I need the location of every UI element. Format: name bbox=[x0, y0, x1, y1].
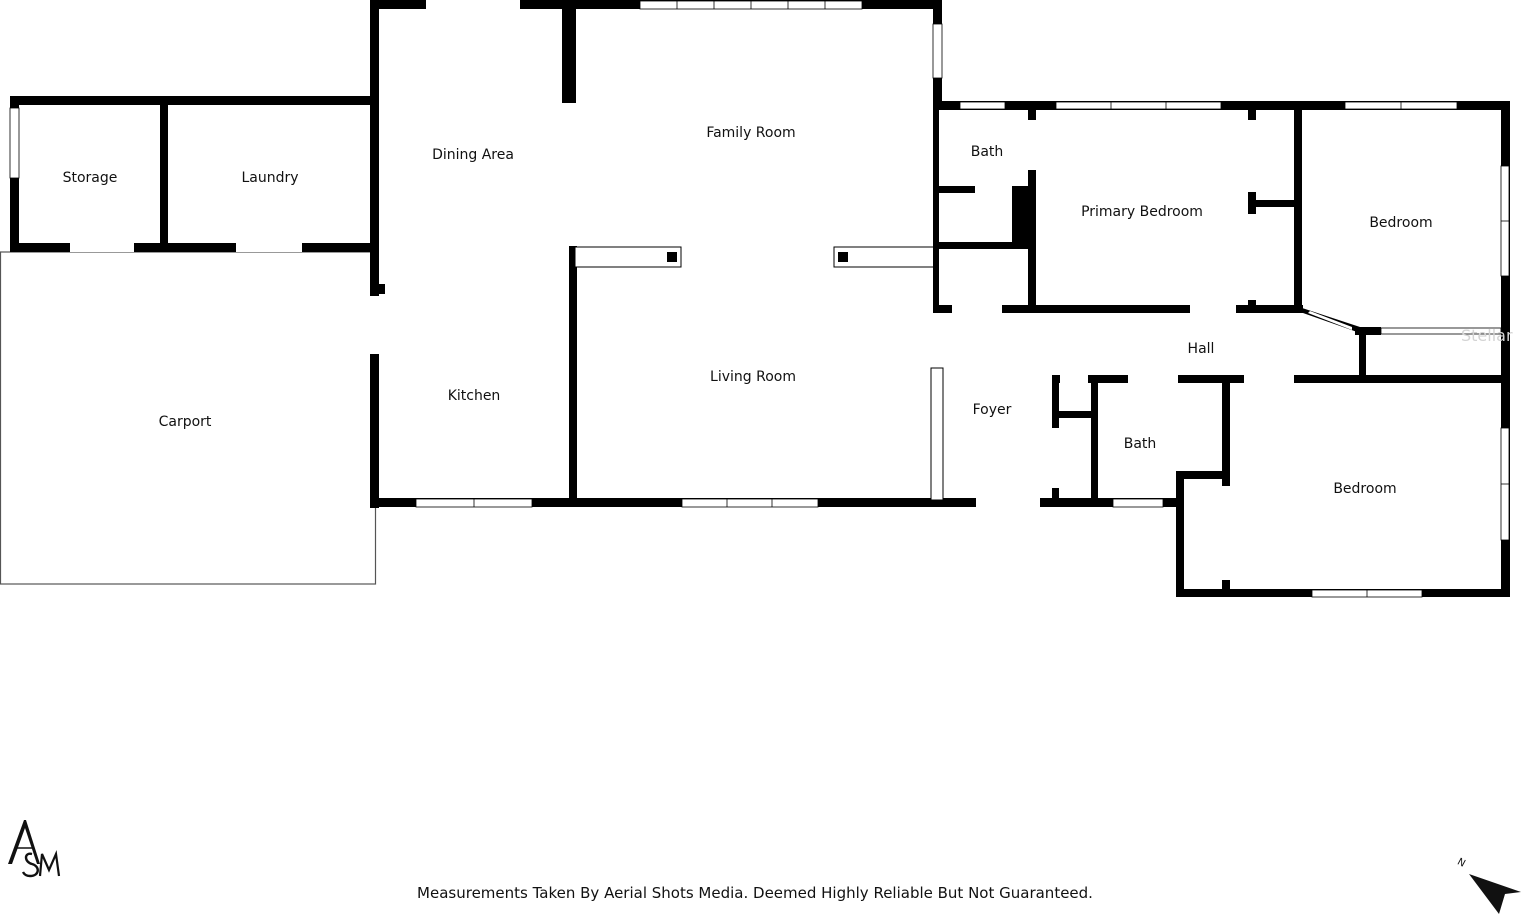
compass-label: N bbox=[1455, 857, 1467, 870]
doorway bbox=[952, 305, 1002, 313]
room-label-family-room: Family Room bbox=[706, 125, 795, 141]
room-label-living-room: Living Room bbox=[710, 369, 796, 385]
room-label-primary-bedroom: Primary Bedroom bbox=[1081, 204, 1203, 220]
wall bbox=[569, 246, 577, 500]
wall bbox=[933, 242, 1031, 249]
room-label-carport: Carport bbox=[159, 414, 212, 430]
asm-logo bbox=[8, 820, 61, 878]
room-label-kitchen: Kitchen bbox=[448, 388, 501, 404]
wall bbox=[933, 305, 1303, 313]
wall bbox=[1501, 101, 1510, 597]
wall bbox=[370, 0, 379, 508]
wall bbox=[933, 101, 939, 313]
room-label-foyer: Foyer bbox=[973, 402, 1012, 418]
wall bbox=[562, 0, 576, 103]
room-label-bath: Bath bbox=[971, 144, 1004, 160]
foyer-partition bbox=[930, 367, 944, 501]
wall bbox=[376, 284, 385, 294]
window bbox=[1055, 101, 1222, 110]
wall bbox=[1359, 330, 1366, 380]
room-label-dining-area: Dining Area bbox=[432, 147, 514, 163]
room-label-laundry: Laundry bbox=[241, 170, 298, 186]
wall bbox=[933, 101, 1510, 110]
doorway bbox=[1052, 428, 1059, 488]
wall bbox=[10, 243, 376, 252]
counter bbox=[833, 246, 935, 268]
wall bbox=[1052, 411, 1096, 418]
room-label-hall: Hall bbox=[1188, 341, 1215, 357]
window bbox=[932, 23, 943, 79]
doorway bbox=[1128, 375, 1178, 383]
wall bbox=[1012, 186, 1032, 244]
north-arrow-icon: N bbox=[1455, 857, 1521, 914]
room-label-bedroom-2: Bedroom bbox=[1333, 481, 1396, 497]
wall bbox=[10, 96, 376, 105]
window bbox=[959, 101, 1006, 110]
room-label-bedroom: Bedroom bbox=[1369, 215, 1432, 231]
doorway bbox=[370, 296, 379, 354]
wall bbox=[1176, 471, 1184, 597]
front-door-opening bbox=[976, 498, 1040, 507]
doorway bbox=[70, 243, 134, 252]
wall bbox=[1355, 327, 1381, 335]
wall bbox=[1091, 375, 1098, 507]
doorway bbox=[1248, 120, 1256, 192]
room-label-bath-2: Bath bbox=[1124, 436, 1157, 452]
doorway bbox=[1248, 214, 1256, 300]
window bbox=[681, 498, 819, 508]
doorway bbox=[1222, 486, 1230, 580]
doorway bbox=[1190, 305, 1236, 313]
doorway bbox=[426, 0, 520, 9]
room-label-storage: Storage bbox=[63, 170, 118, 186]
wall bbox=[1028, 101, 1036, 313]
doorway bbox=[1028, 120, 1036, 170]
column bbox=[667, 252, 677, 262]
wall bbox=[933, 186, 975, 193]
window bbox=[1380, 327, 1502, 335]
wall bbox=[1176, 471, 1230, 479]
wall bbox=[1248, 200, 1300, 207]
wall bbox=[160, 96, 168, 252]
footer-disclaimer: Measurements Taken By Aerial Shots Media… bbox=[417, 884, 1093, 902]
doorway bbox=[1060, 375, 1088, 383]
doorway bbox=[236, 243, 302, 252]
window bbox=[9, 107, 20, 179]
column bbox=[838, 252, 848, 262]
wall bbox=[1294, 101, 1302, 313]
doorway bbox=[1244, 375, 1294, 383]
doorway bbox=[1308, 311, 1352, 330]
watermark: Stellar bbox=[1461, 326, 1513, 345]
window bbox=[1112, 498, 1164, 508]
counter bbox=[574, 246, 682, 268]
